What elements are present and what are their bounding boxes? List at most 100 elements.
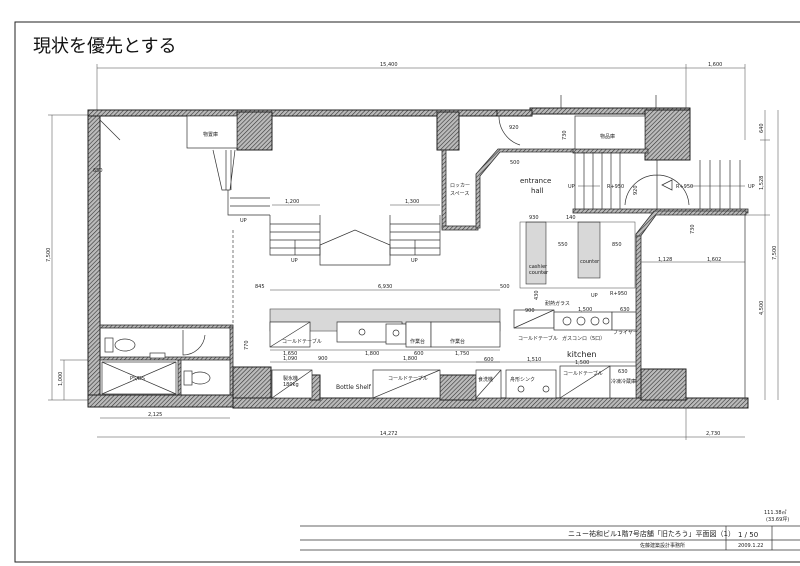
design-office: 佐藤建築設計事務所	[640, 542, 685, 549]
entrance-level-label-1: R+950	[607, 184, 624, 190]
cold-table-2-label: コールドテーブル	[388, 375, 428, 382]
dim-door-730: 730	[562, 130, 568, 140]
ice-machine-label-2: 180kg	[283, 382, 299, 388]
dim-900: 900	[318, 356, 328, 362]
entrance-label-1: entrance	[520, 177, 551, 185]
dim-top-total: 15,400	[380, 62, 398, 68]
cold-table-3-label: コールドテーブル	[518, 335, 558, 342]
cashier-label-1: cashier	[529, 264, 548, 270]
dim-430: 430	[534, 290, 540, 300]
dim-1500: 1,500	[575, 360, 589, 366]
dim-1650: 1,650	[283, 351, 297, 357]
bottle-shelf-label: Bottle Shelf	[336, 384, 372, 391]
counter	[577, 221, 601, 279]
dim-stair-b: 1,300	[405, 199, 419, 205]
dim-500: 500	[500, 284, 510, 290]
dim-left-toilet: 1,000	[58, 372, 64, 386]
title-block: 111.38㎡ (33.69坪) ニュー祐和ビル1階7号店舗「旧たろう」平面図（…	[300, 509, 800, 551]
storage-left-label: 物置庫	[203, 131, 218, 138]
area-m2: 111.38㎡	[764, 509, 787, 516]
dim-600b: 600	[484, 357, 494, 363]
locker-label-2: スペース	[450, 191, 469, 197]
dim-930: 930	[529, 215, 539, 221]
dim-1602: 1,602	[707, 257, 721, 263]
ps-ds-label: PS/DS	[130, 376, 145, 382]
dim-1500k: 1,500	[578, 307, 592, 313]
locker-label-1: ロッカー	[450, 183, 470, 189]
counter-label: counter	[580, 259, 600, 265]
stair-up-label-3: UP	[411, 258, 418, 264]
page-title: 現状を優先とする	[33, 36, 176, 57]
doors	[99, 115, 690, 356]
dim-630: 630	[620, 307, 630, 313]
entrance-label-2: hall	[531, 187, 544, 195]
dim-right-mid: 1,528	[759, 176, 765, 190]
sheet-frame	[14, 21, 800, 563]
dim-1750: 1,750	[455, 351, 469, 357]
back-bar: 1,090 900 1,800 製氷機 180kg Bottle Shelf コ…	[270, 356, 500, 399]
dim-right-upper: 640	[759, 123, 765, 133]
dim-900k: 900	[525, 308, 535, 314]
dim-1128: 1,128	[658, 257, 672, 263]
work-table-1-label: 作業台	[410, 338, 425, 345]
entrance-level-label-2: R+950	[676, 184, 693, 190]
freezer-label: 冷凍冷蔵庫	[611, 378, 636, 385]
dim-bottom-left: 2,125	[148, 412, 162, 418]
dim-bottom-right: 2,730	[706, 431, 720, 437]
right-dimensions: 7,500 640 1,528 4,500	[745, 110, 779, 400]
fryer-label: フライヤー	[613, 330, 638, 336]
ice-machine-label-1: 製氷機	[283, 375, 298, 382]
cold-table-1-label: コールドテーブル	[282, 338, 322, 345]
dim-right-height: 7,500	[772, 246, 778, 260]
storage-right-label: 物品庫	[600, 133, 615, 140]
dim-730b: 730	[690, 224, 696, 234]
walls	[87, 107, 749, 409]
bottom-dimensions: 2,125 14,272 2,730	[97, 408, 745, 440]
dim-550: 550	[558, 242, 568, 248]
kitchen-label: kitchen	[567, 350, 596, 359]
kitchen: コールドテーブル ガスコンロ（5口） フライヤー 900 1,500 630 k…	[475, 307, 638, 399]
stair-up-label-2: UP	[291, 258, 298, 264]
dim-140: 140	[566, 215, 576, 221]
dim-600: 600	[414, 351, 424, 357]
dim-1090: 1,090	[283, 356, 297, 362]
dim-845: 845	[255, 284, 265, 290]
work-table-2-label: 作業台	[450, 338, 465, 345]
gas-stove-label: ガスコンロ（5口）	[562, 335, 605, 342]
dim-top-right: 1,600	[708, 62, 722, 68]
heat-glass-label: 耐熱ガラス	[545, 300, 570, 307]
storage-room-right	[574, 115, 646, 150]
stairs: UP UP UP 1,200 1,300 UP R+950 R+950 UP	[212, 149, 755, 266]
dim-bottom-total: 14,272	[380, 431, 398, 437]
entrance-up-label-1: UP	[568, 184, 575, 190]
drawing-date: 2009.1.22	[738, 543, 763, 549]
dim-left-height: 7,500	[46, 248, 52, 262]
entrance-dimensions: 920 500 730 920 930 550 140 850 1,128 1,…	[93, 125, 745, 263]
dim-right-lower: 4,500	[759, 301, 765, 315]
dim-stair-a: 1,200	[285, 199, 299, 205]
dim-6930: 6,930	[378, 284, 392, 290]
sink-label: 舟形シンク	[510, 376, 535, 383]
area-tsubo: (33.69坪)	[766, 516, 789, 523]
dim-850: 850	[612, 242, 622, 248]
bar-counter: 845 6,930 500 コールドテーブル 作業台 作業台 1,650 1,8…	[255, 284, 510, 357]
dim-door-920b: 920	[633, 185, 639, 195]
cold-table-4-label: コールドテーブル	[563, 370, 603, 377]
dim-630b: 630	[618, 369, 628, 375]
dim-770: 770	[244, 340, 250, 350]
dim-1800: 1,800	[365, 351, 379, 357]
storage-room-left	[186, 115, 238, 149]
dishwasher-label: 食洗機	[478, 376, 493, 383]
dim-door-920: 920	[509, 125, 519, 131]
dim-1510: 1,510	[527, 357, 541, 363]
kitchen-up-label: UP	[591, 293, 598, 299]
toilets: PS/DS 770	[101, 337, 250, 395]
dim-1800b: 1,800	[403, 356, 417, 362]
left-dimensions: 7,500 1,000	[46, 114, 90, 401]
entrance-up-label-2: UP	[748, 184, 755, 190]
dim-door-500: 500	[510, 160, 520, 166]
stair-up-label-1: UP	[240, 218, 247, 224]
cashier-label-2: counter	[529, 270, 549, 276]
drawing-scale: 1 / 50	[738, 531, 758, 539]
